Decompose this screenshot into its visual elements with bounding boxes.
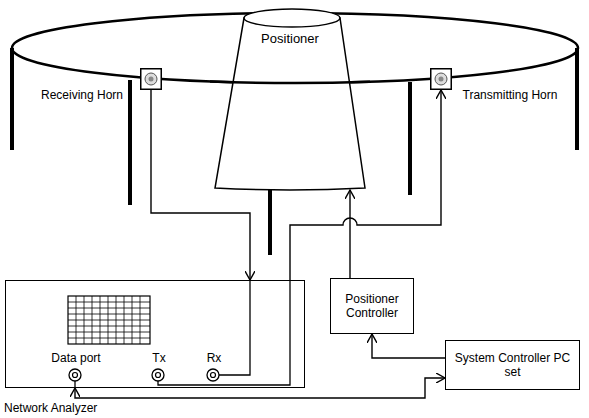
- port-connector: [152, 369, 164, 381]
- signal-connector: [372, 334, 445, 358]
- signal-connector: [75, 378, 445, 398]
- rx-wire: [219, 280, 250, 375]
- node-label: System Controller PC set: [450, 351, 575, 379]
- network-analyzer: Network AnalyzerData portTxRx: [5, 280, 305, 388]
- node-label: Receiving Horn: [36, 88, 128, 102]
- port-label: Rx: [194, 351, 234, 365]
- node-label: Network Analyzer: [4, 401, 204, 415]
- node-label: Positioner: [212, 32, 368, 46]
- ring-post: [268, 185, 272, 255]
- node-label: Transmitting Horn: [460, 88, 560, 102]
- horn-antenna-icon: [140, 68, 162, 90]
- port-label: Data port: [36, 351, 116, 365]
- analyzer-screen: [68, 296, 150, 344]
- positioner-controller: Positioner Controller: [330, 278, 414, 334]
- system-controller: System Controller PC set: [445, 340, 580, 390]
- ring-post: [128, 80, 132, 205]
- receiving-horn: Receiving Horn: [140, 68, 162, 90]
- port-label: Tx: [139, 351, 179, 365]
- node-label: Positioner Controller: [335, 292, 409, 320]
- port-connector: [69, 369, 81, 381]
- transmitting-horn: Transmitting Horn: [430, 68, 452, 90]
- data-wire: [74, 381, 75, 388]
- positioner: Positioner: [212, 6, 368, 190]
- tx-wire: [158, 280, 290, 385]
- port-connector: [207, 369, 219, 381]
- signal-connector: [349, 190, 350, 278]
- ring-post: [408, 82, 412, 195]
- ring-post: [575, 48, 579, 150]
- horn-antenna-icon: [430, 68, 452, 90]
- ring-post: [10, 48, 14, 150]
